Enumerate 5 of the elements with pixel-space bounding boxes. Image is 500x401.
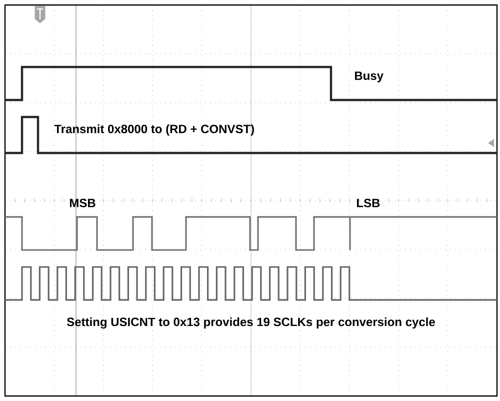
waveform-label: LSB	[357, 198, 380, 208]
waveform-label: Transmit 0x8000 to (RD + CONVST)	[54, 124, 254, 136]
waveform-label: Busy	[355, 72, 384, 82]
waveform-label: MSB	[70, 198, 96, 208]
waveform-label: Setting USICNT to 0x13 provides 19 SCLKs per conversion cycle	[66, 317, 435, 329]
